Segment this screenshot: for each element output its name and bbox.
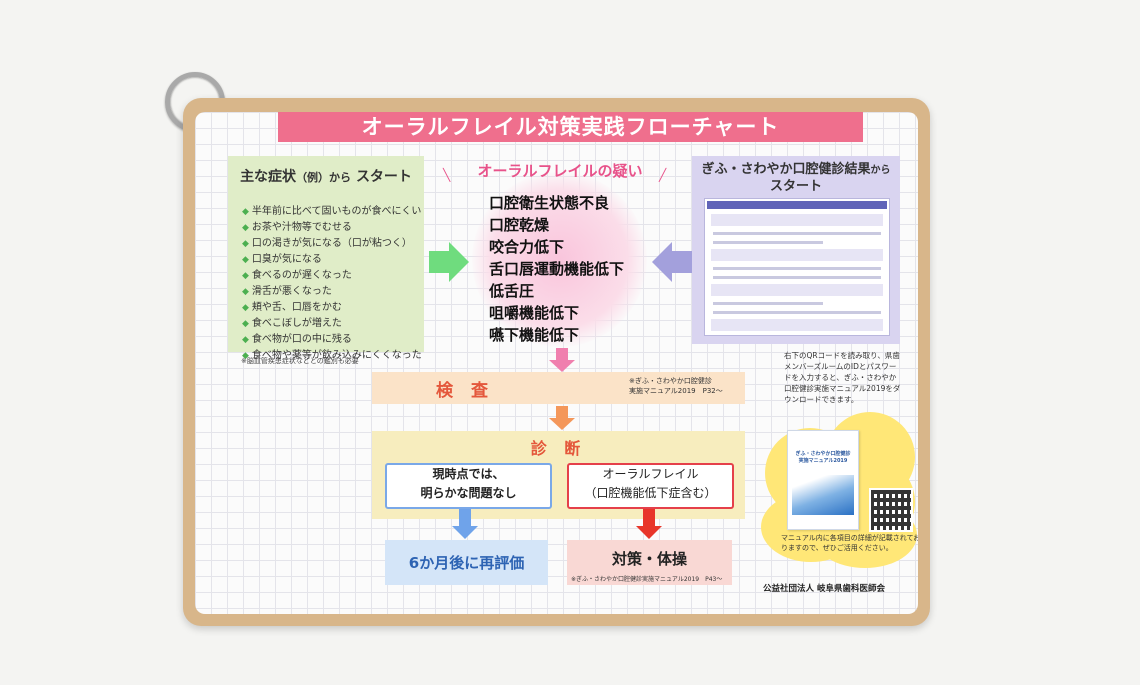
arrow-down-icon (556, 406, 568, 418)
diagnosis-label: 診 断 (530, 439, 587, 458)
list-item: ◆お茶や汁物等でむせる (242, 222, 352, 233)
list-item: 咬合力低下 (489, 238, 565, 256)
list-item: ◆食べこぼしが増えた (242, 318, 342, 329)
arrow-down-head-icon (549, 418, 575, 430)
list-item: ◆半年前に比べて固いものが食べにくい (242, 206, 422, 217)
suspicion-title: オーラルフレイルの疑い (477, 162, 643, 180)
list-item: 口腔乾燥 (489, 216, 550, 234)
test-label: 検 査 (436, 381, 494, 401)
test-note: ※ぎふ・さわやか口腔健診 実施マニュアル2019 P32〜 (629, 377, 723, 395)
sparkle-icon: ╱ (659, 168, 667, 182)
diamond-icon: ◆ (242, 319, 249, 329)
diamond-icon: ◆ (242, 335, 249, 345)
no-problem-box: 現時点では、 明らかな問題なし (385, 463, 552, 509)
results-thumbnail (704, 198, 890, 336)
list-item: ◆頬や舌、口唇をかむ (242, 302, 342, 313)
diamond-icon: ◆ (242, 255, 249, 265)
results-note: 右下のQRコードを読み取り、県歯メンバーズルームのIDとパスワードを入力すると、… (784, 351, 901, 404)
symptoms-box: 主な症状（例）から スタート ◆半年前に比べて固いものが食べにくい ◆お茶や汁物… (228, 156, 424, 361)
manual-note: マニュアル内に各項目の詳細が記載されておりますので、ぜひご活用ください。 (781, 534, 918, 552)
suspicion-list: 口腔衛生状態不良 口腔乾燥 咬合力低下 舌口唇運動機能低下 低舌圧 咀嚼機能低下… (489, 192, 624, 346)
blue-arrow-head-icon (452, 526, 478, 539)
list-item: 嚥下機能低下 (489, 326, 580, 344)
sparkle-icon: ╲ (443, 168, 451, 182)
results-heading: ぎふ・さわやか口腔健診結果から スタート (701, 162, 891, 194)
results-box: ぎふ・さわやか口腔健診結果から スタート (692, 156, 900, 344)
arrow-down-head-icon (549, 360, 575, 372)
measures-label: 対策・体操 (611, 550, 687, 568)
diamond-icon: ◆ (242, 223, 249, 233)
qr-code-icon[interactable] (869, 488, 913, 532)
list-item: ◆食べるのが遅くなった (242, 270, 352, 281)
purple-arrow-head-icon (652, 242, 672, 282)
list-item: 低舌圧 (489, 282, 535, 300)
test-box (372, 372, 745, 404)
diamond-icon: ◆ (242, 303, 249, 313)
list-item: ◆口の渇きが気になる（口が粘つく） (242, 238, 412, 249)
symptoms-heading: 主な症状（例）から スタート (240, 169, 412, 185)
red-arrow-down-icon (643, 509, 655, 527)
diamond-icon: ◆ (242, 239, 249, 249)
page-title: オーラルフレイル対策実践フローチャート (278, 112, 863, 142)
reevaluate-label: 6か月後に再評価 (408, 554, 525, 572)
symptoms-list: ◆半年前に比べて固いものが食べにくい ◆お茶や汁物等でむせる ◆口の渇きが気にな… (242, 204, 424, 364)
card-board: オーラルフレイル対策実践フローチャート 主な症状（例）から スタート ◆半年前に… (183, 98, 930, 626)
diamond-icon: ◆ (242, 271, 249, 281)
oral-frail-box: オーラルフレイル （口腔機能低下症含む） (567, 463, 734, 509)
list-item: 口腔衛生状態不良 (489, 194, 610, 212)
manual-cover-image: ぎふ・さわやか口腔健診 実施マニュアル2019 (787, 430, 859, 530)
diamond-icon: ◆ (242, 351, 249, 361)
reevaluate-box (385, 540, 548, 585)
symptoms-note: ※脳血管疾患症状などとの鑑別も必要 (241, 357, 359, 365)
measures-note: ※ぎふ・さわやか口腔健診実施マニュアル2019 P43〜 (571, 576, 723, 583)
list-item: ◆口臭が気になる (242, 254, 322, 265)
list-item: ◆食べ物や薬等が飲み込みにくくなった (242, 350, 422, 361)
flowchart-sheet: オーラルフレイル対策実践フローチャート 主な症状（例）から スタート ◆半年前に… (195, 112, 918, 614)
blue-arrow-down-icon (459, 509, 471, 527)
list-item: 舌口唇運動機能低下 (489, 260, 625, 278)
list-item: ◆食べ物が口の中に残る (242, 334, 352, 345)
measures-box (567, 540, 732, 585)
list-item: 咀嚼機能低下 (489, 304, 580, 322)
green-arrow-right-icon (429, 251, 449, 273)
diamond-icon: ◆ (242, 287, 249, 297)
red-arrow-head-icon (636, 526, 662, 539)
arrow-down-icon (556, 348, 568, 360)
organization-name: 公益社団法人 岐阜県歯科医師会 (763, 584, 885, 594)
list-item: ◆滑舌が悪くなった (242, 286, 332, 297)
green-arrow-head-icon (449, 242, 469, 282)
pink-glow-background (472, 172, 647, 347)
diamond-icon: ◆ (242, 207, 249, 217)
purple-arrow-left-icon (672, 251, 692, 273)
